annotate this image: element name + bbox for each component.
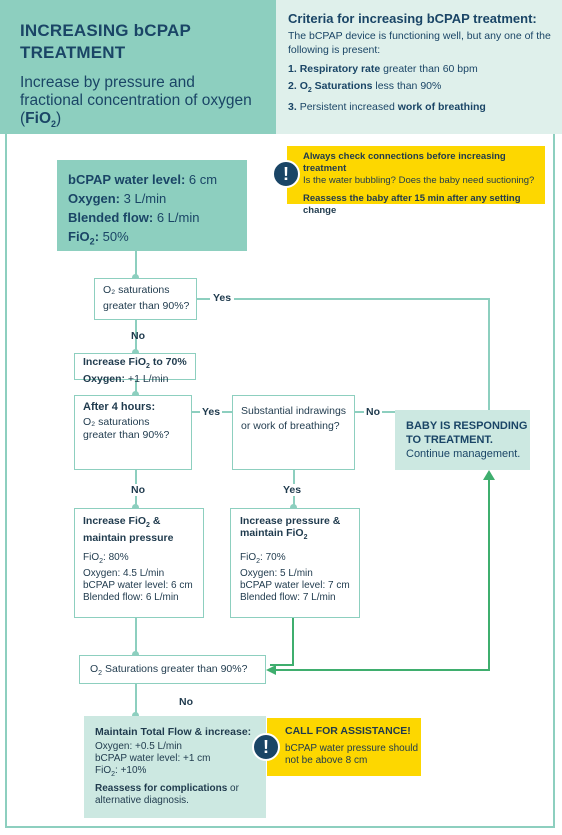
label-no-q1: No (131, 330, 145, 342)
start-settings-box: bCPAP water level: 6 cm Oxygen: 3 L/min … (57, 160, 247, 251)
start-water-level: bCPAP water level: 6 cm (68, 172, 218, 187)
arrow-up-icon (483, 470, 495, 480)
label-yes-q2: Yes (200, 406, 223, 418)
arrow-left-icon (266, 665, 276, 675)
connector-dot (132, 651, 139, 658)
connector-dot (132, 349, 139, 356)
start-blended-flow: Blended flow: 6 L/min (68, 210, 200, 225)
connector-start-q1 (135, 251, 137, 278)
criteria-intro: The bCPAP device is functioning well, bu… (288, 30, 551, 56)
start-oxygen: Oxygen: 3 L/min (68, 191, 167, 206)
criteria-item-2: 2. O2 Saturations less than 90% (288, 80, 442, 95)
criteria-item-1: 1. Respiratory rate greater than 60 bpm (288, 63, 478, 75)
responding-top-patch (395, 410, 530, 412)
page-title: INCREASING bCPAP TREATMENT (20, 21, 191, 62)
alert-call-for-assistance: CALL FOR ASSISTANCE! bCPAP water pressur… (267, 718, 421, 776)
label-yes-q1: Yes (210, 292, 235, 304)
connector-dot (132, 391, 139, 398)
question-o2-saturation-2: O2 Saturations greater than 90%? (79, 655, 266, 684)
criteria-panel: Criteria for increasing bCPAP treatment:… (276, 0, 562, 134)
connector-q4-right (276, 669, 489, 671)
label-no-q4: No (179, 696, 193, 708)
label-no-q2: No (131, 484, 145, 496)
connector-yes-q1-right (197, 298, 489, 300)
increase-fio2-70-box: Increase FiO2 to 70% Oxygen: +1 L/min (74, 353, 196, 385)
warning-icon: ! (252, 733, 280, 761)
connector-dot (132, 504, 139, 511)
page-subtitle: Increase by pressure and fractional conc… (20, 74, 252, 130)
criteria-item-3: 3. Persistent increased work of breathin… (288, 101, 486, 114)
connector-step2-q2 (135, 380, 137, 395)
warning-icon: ! (272, 160, 300, 188)
flowchart-frame (5, 134, 555, 828)
connector-q4-up (488, 478, 490, 671)
header-panel: INCREASING bCPAP TREATMENT Increase by p… (0, 0, 276, 134)
criteria-title: Criteria for increasing bCPAP treatment: (288, 11, 537, 26)
maintain-total-flow-box: Maintain Total Flow & increase: Oxygen: … (84, 716, 266, 818)
connector-q1-step2 (135, 320, 137, 353)
question-o2-saturation-1: O₂ saturations greater than 90%? (94, 278, 197, 320)
baby-responding-box: BABY IS RESPONDING TO TREATMENT. Continu… (395, 410, 530, 470)
connector-dot (132, 712, 139, 719)
connector-dot (290, 504, 297, 511)
increase-pressure-maintain-fio2-box: Increase pressure & maintain FiO2 FiO2: … (230, 508, 360, 618)
label-no-q3: No (364, 406, 382, 418)
alert-check-connections: Always check connections before increasi… (287, 146, 545, 216)
connector-right-vertical (488, 298, 490, 410)
connector-dot (132, 274, 139, 281)
label-yes-q3: Yes (283, 484, 302, 496)
increase-fio2-maintain-pressure-box: Increase FiO2 & maintain pressure FiO2: … (74, 508, 204, 618)
question-after-4-hours: After 4 hours: O₂ saturations greater th… (74, 395, 192, 470)
question-indrawings: Substantial indrawings or work of breath… (232, 395, 355, 470)
connector-right-inc-down (292, 618, 294, 666)
connector-right-inc-left (270, 664, 294, 666)
connector-q4-maintain (135, 684, 137, 716)
start-fio2: FiO2: 50% (68, 229, 129, 247)
connector-left-inc-q4 (135, 618, 137, 655)
